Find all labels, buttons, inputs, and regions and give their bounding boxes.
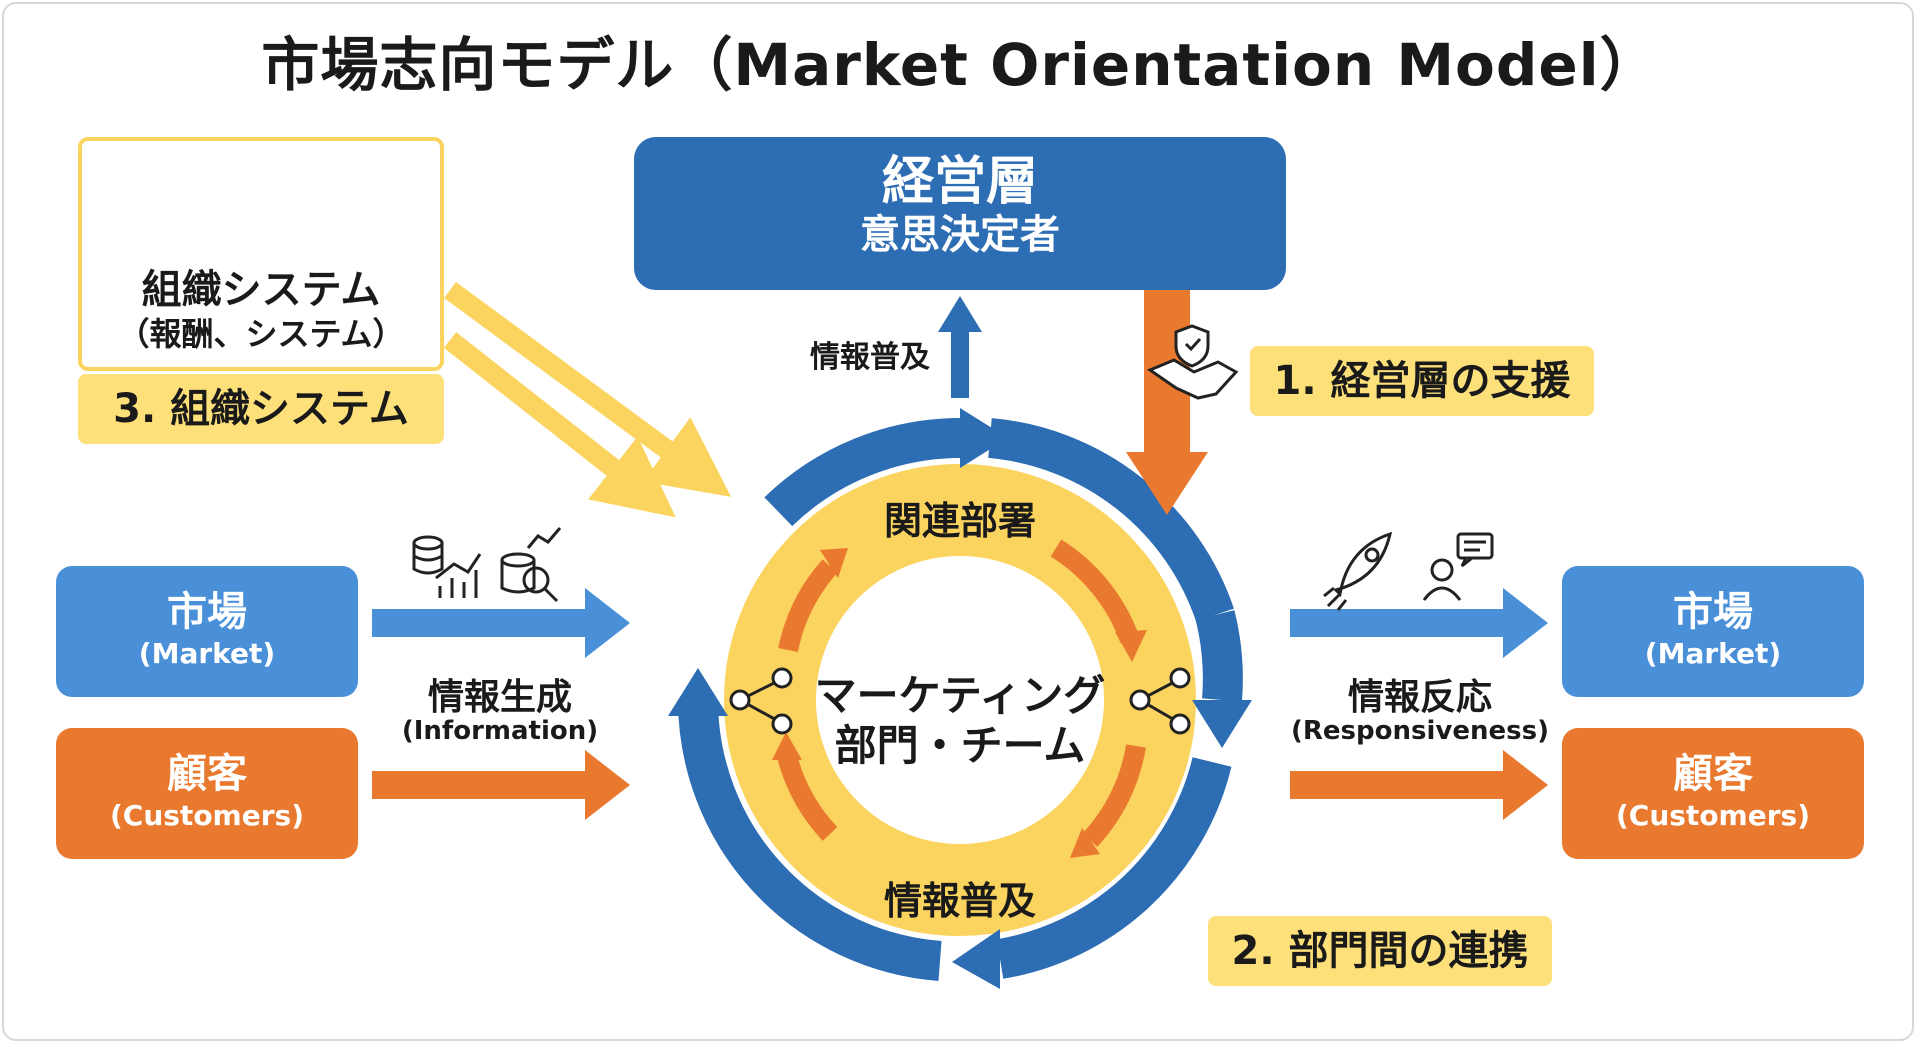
handshake-shield-icon — [1146, 324, 1239, 400]
org-system-box: 組織システム （報酬、システム） — [78, 137, 444, 371]
executive-subtitle: 意思決定者 — [860, 212, 1060, 258]
center-disc — [818, 558, 1102, 842]
market-box-right: 市場 (Market) — [1562, 566, 1864, 697]
info-response-sublabel: (Responsiveness) — [1291, 716, 1549, 746]
org-system-arrows — [443, 281, 732, 518]
orange-cycle-head-bottomleft — [772, 732, 802, 760]
data-search-icon — [500, 527, 562, 603]
label-interdepartmental-coordination: 2. 部門間の連携 — [1208, 916, 1552, 986]
blue-cycle-arc-bottomleft — [678, 699, 942, 981]
blue-cycle-head-top — [960, 408, 1008, 468]
market-left-title: 市場 — [167, 589, 247, 635]
arrow-customers-in — [372, 771, 587, 799]
arrow-customers-out — [1290, 771, 1505, 799]
org-system-subtitle: （報酬、システム） — [117, 315, 405, 353]
center-label-line1: マーケティング — [814, 671, 1106, 720]
market-box-left: 市場 (Market) — [56, 566, 358, 697]
blue-cycle-head-right — [1192, 700, 1252, 748]
executive-box: 経営層 意思決定者 — [634, 137, 1286, 290]
label-org-system: 3. 組織システム — [78, 374, 444, 444]
customers-box-left: 顧客 (Customers) — [56, 728, 358, 859]
share-icon-left — [729, 667, 793, 735]
dissemination-up-arrow — [938, 296, 982, 398]
orange-cycle-arc-bottomright — [1082, 744, 1146, 847]
diagram-title: 市場志向モデル（Market Orientation Model） — [261, 31, 1659, 99]
dissemination-bottom-label: 情報普及 — [883, 879, 1036, 923]
org-system-arrow-2 — [443, 332, 676, 518]
blue-cycle-arc-bottomright — [996, 757, 1232, 979]
customers-right-subtitle: (Customers) — [1615, 799, 1810, 832]
flow-arrows — [372, 588, 1548, 820]
customers-left-subtitle: (Customers) — [109, 799, 304, 832]
market-left-subtitle: (Market) — [138, 637, 276, 670]
customers-left-title: 顧客 — [167, 751, 247, 797]
label-executive-support: 1. 経営層の支援 — [1250, 346, 1594, 416]
orange-cycle-head-topright — [1115, 630, 1147, 662]
blue-cycle-arc-right — [988, 418, 1234, 622]
customers-right-title: 顧客 — [1673, 751, 1753, 797]
market-right-title: 市場 — [1673, 589, 1753, 635]
customers-box-right: 顧客 (Customers) — [1562, 728, 1864, 859]
dissemination-top-label: 情報普及 — [810, 340, 930, 375]
orange-cycle-head-topleft — [820, 548, 848, 578]
orange-cycle-head-bottomright — [1070, 828, 1100, 858]
market-right-subtitle: (Market) — [1644, 637, 1782, 670]
database-chart-icon — [412, 535, 482, 598]
rocket-icon — [1323, 531, 1393, 611]
arrow-market-in — [372, 609, 587, 637]
blue-cycle-arc-right-2 — [1195, 610, 1243, 702]
related-departments-label: 関連部署 — [883, 499, 1036, 543]
arrow-market-out — [1290, 609, 1505, 637]
info-generation-label: 情報生成 — [427, 677, 572, 718]
share-icon-right — [1129, 667, 1191, 735]
blue-cycle — [668, 408, 1252, 989]
blue-cycle-arc-topleft — [764, 418, 961, 527]
orange-cycle-arc-topleft — [778, 559, 838, 653]
orange-cycle-arc-topright — [1050, 539, 1140, 644]
executive-title: 経営層 — [881, 152, 1038, 212]
info-generation-sublabel: (Information) — [401, 716, 599, 746]
blue-cycle-head-bottom — [952, 929, 1000, 989]
center-label-line2: 部門・チーム — [834, 721, 1086, 770]
orange-cycle — [772, 539, 1147, 858]
customer-chat-icon — [1422, 532, 1494, 601]
blue-cycle-head-left — [668, 668, 728, 716]
org-system-title: 組織システム — [141, 267, 381, 313]
info-response-label: 情報反応 — [1347, 677, 1492, 718]
orange-cycle-arc-bottomleft — [776, 749, 838, 841]
